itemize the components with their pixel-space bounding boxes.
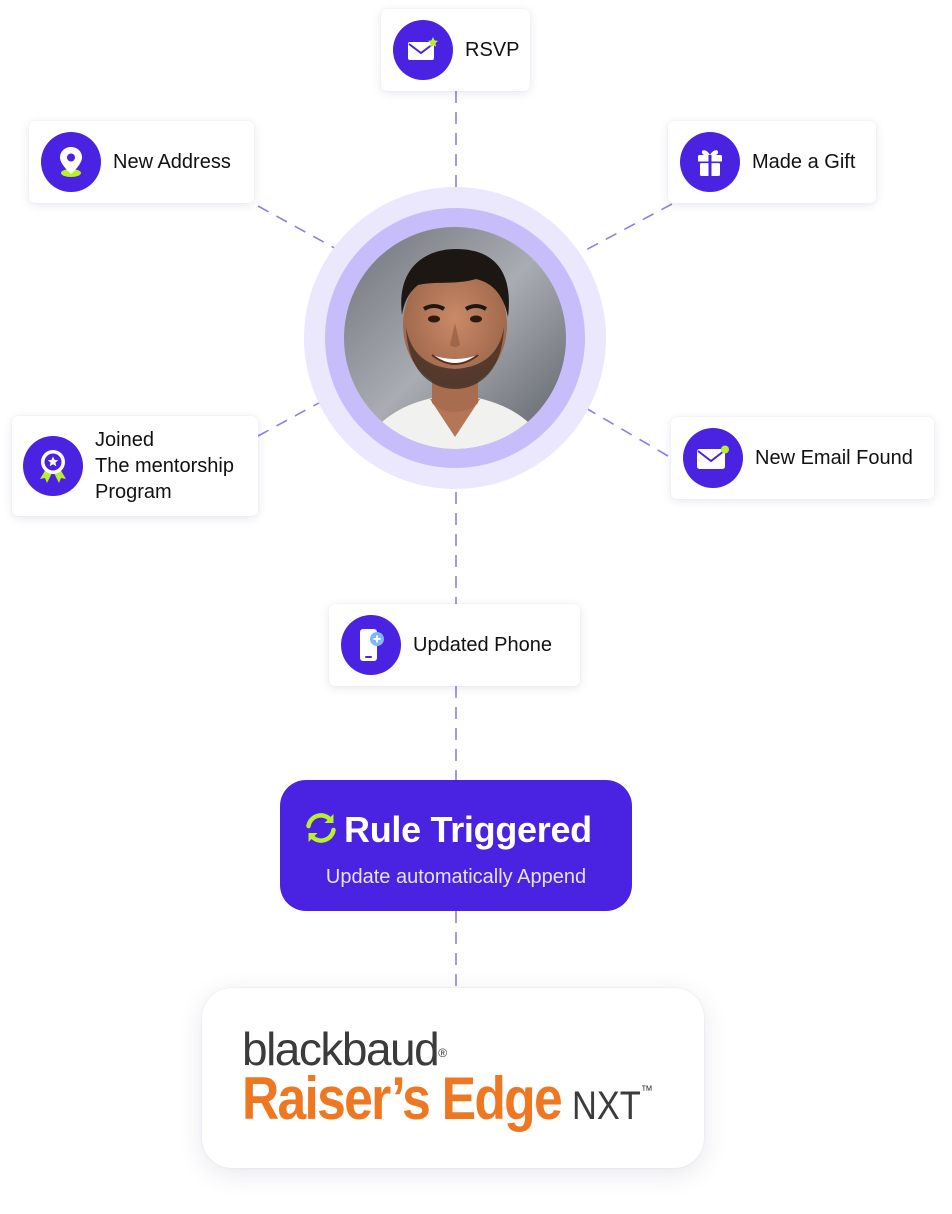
product-name: Raiser’s Edge xyxy=(242,1065,563,1132)
rule-title: Rule Triggered xyxy=(344,809,592,850)
envelope-star-icon xyxy=(393,20,453,80)
blackbaud-wordmark: blackbaud® xyxy=(242,1024,447,1074)
rule-triggered-box: Rule Triggered Update automatically Appe… xyxy=(280,780,632,911)
envelope-dot-icon xyxy=(683,428,743,488)
edition-text: NXT xyxy=(572,1084,641,1128)
blackbaud-text: blackbaud xyxy=(242,1023,440,1075)
event-card-new-address: New Address xyxy=(29,121,254,203)
event-card-mentorship: Joined The mentorship Program xyxy=(12,416,258,516)
event-card-made-gift: Made a Gift xyxy=(668,121,876,203)
raisers-edge-logo-card: blackbaud® Raiser’s Edge NXT™ xyxy=(202,988,704,1168)
event-label-mentorship-line-2: The mentorship xyxy=(95,455,234,477)
event-label-made-gift: Made a Gift xyxy=(752,151,856,173)
event-label-new-address: New Address xyxy=(113,151,231,173)
event-card-rsvp: RSVP xyxy=(381,9,530,91)
event-label-mentorship-line-3: Program xyxy=(95,481,172,503)
refresh-icon xyxy=(304,811,338,850)
profile-avatar xyxy=(344,227,566,449)
rule-subtitle: Update automatically Append xyxy=(325,866,587,888)
event-card-updated-phone: Updated Phone xyxy=(329,604,580,686)
location-pin-icon xyxy=(41,132,101,192)
product-edition: NXT™ xyxy=(572,1082,653,1128)
event-label-rsvp: RSVP xyxy=(465,39,520,61)
gift-icon xyxy=(680,132,740,192)
phone-plus-icon xyxy=(341,615,401,675)
award-badge-icon xyxy=(23,436,83,496)
event-label-mentorship: Joined The mentorship Program xyxy=(95,427,234,505)
event-label-updated-phone: Updated Phone xyxy=(413,634,553,656)
event-label-mentorship-line-1: Joined xyxy=(95,429,154,451)
raisers-edge-wordmark: Raiser’s Edge NXT™ xyxy=(242,1066,666,1132)
trademark-mark: ™ xyxy=(640,1082,653,1098)
registered-mark: ® xyxy=(438,1046,448,1060)
event-label-new-email: New Email Found xyxy=(755,447,913,469)
event-card-new-email: New Email Found xyxy=(671,417,934,499)
